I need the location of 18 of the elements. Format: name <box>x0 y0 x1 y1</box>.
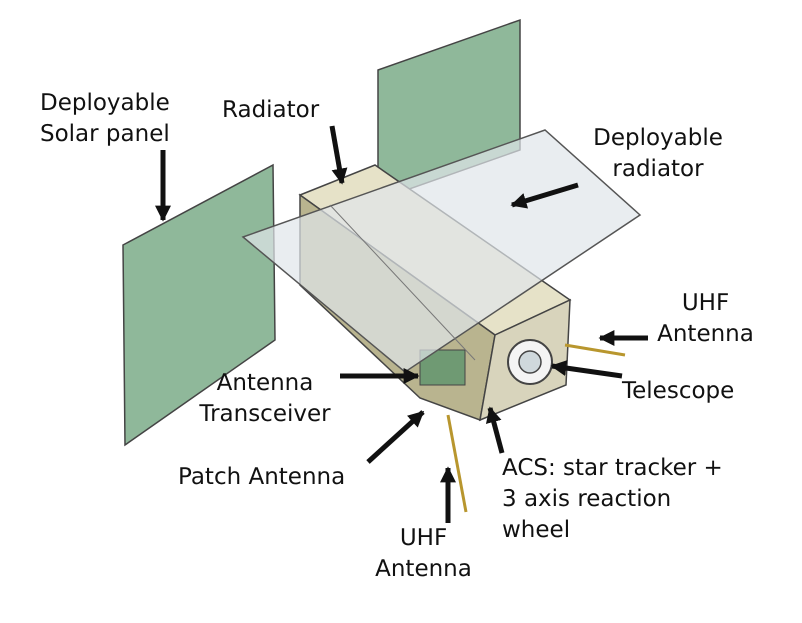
leader-arrow <box>440 466 456 523</box>
leader-arrow <box>486 406 504 454</box>
callout-label: Patch Antenna <box>178 462 368 493</box>
leader-arrow <box>510 182 579 208</box>
leader-arrow <box>598 330 648 346</box>
leader-arrow <box>550 360 622 378</box>
leader-arrow <box>330 126 348 185</box>
leader-arrow <box>155 150 171 222</box>
callout-label: Telescope <box>622 376 752 407</box>
callout-label: UHF Antenna <box>648 288 763 350</box>
callout-label: Antenna Transceiver <box>190 368 340 430</box>
leader-arrow <box>366 410 425 464</box>
leader-arrow <box>340 368 420 384</box>
callout-label: Deployable radiator <box>578 123 738 185</box>
callout-label: ACS: star tracker + 3 axis reaction wheel <box>502 453 724 546</box>
callout-label: UHF Antenna <box>366 523 481 585</box>
callout-label: Deployable Solar panel <box>40 88 190 150</box>
callout-label: Radiator <box>222 95 332 126</box>
